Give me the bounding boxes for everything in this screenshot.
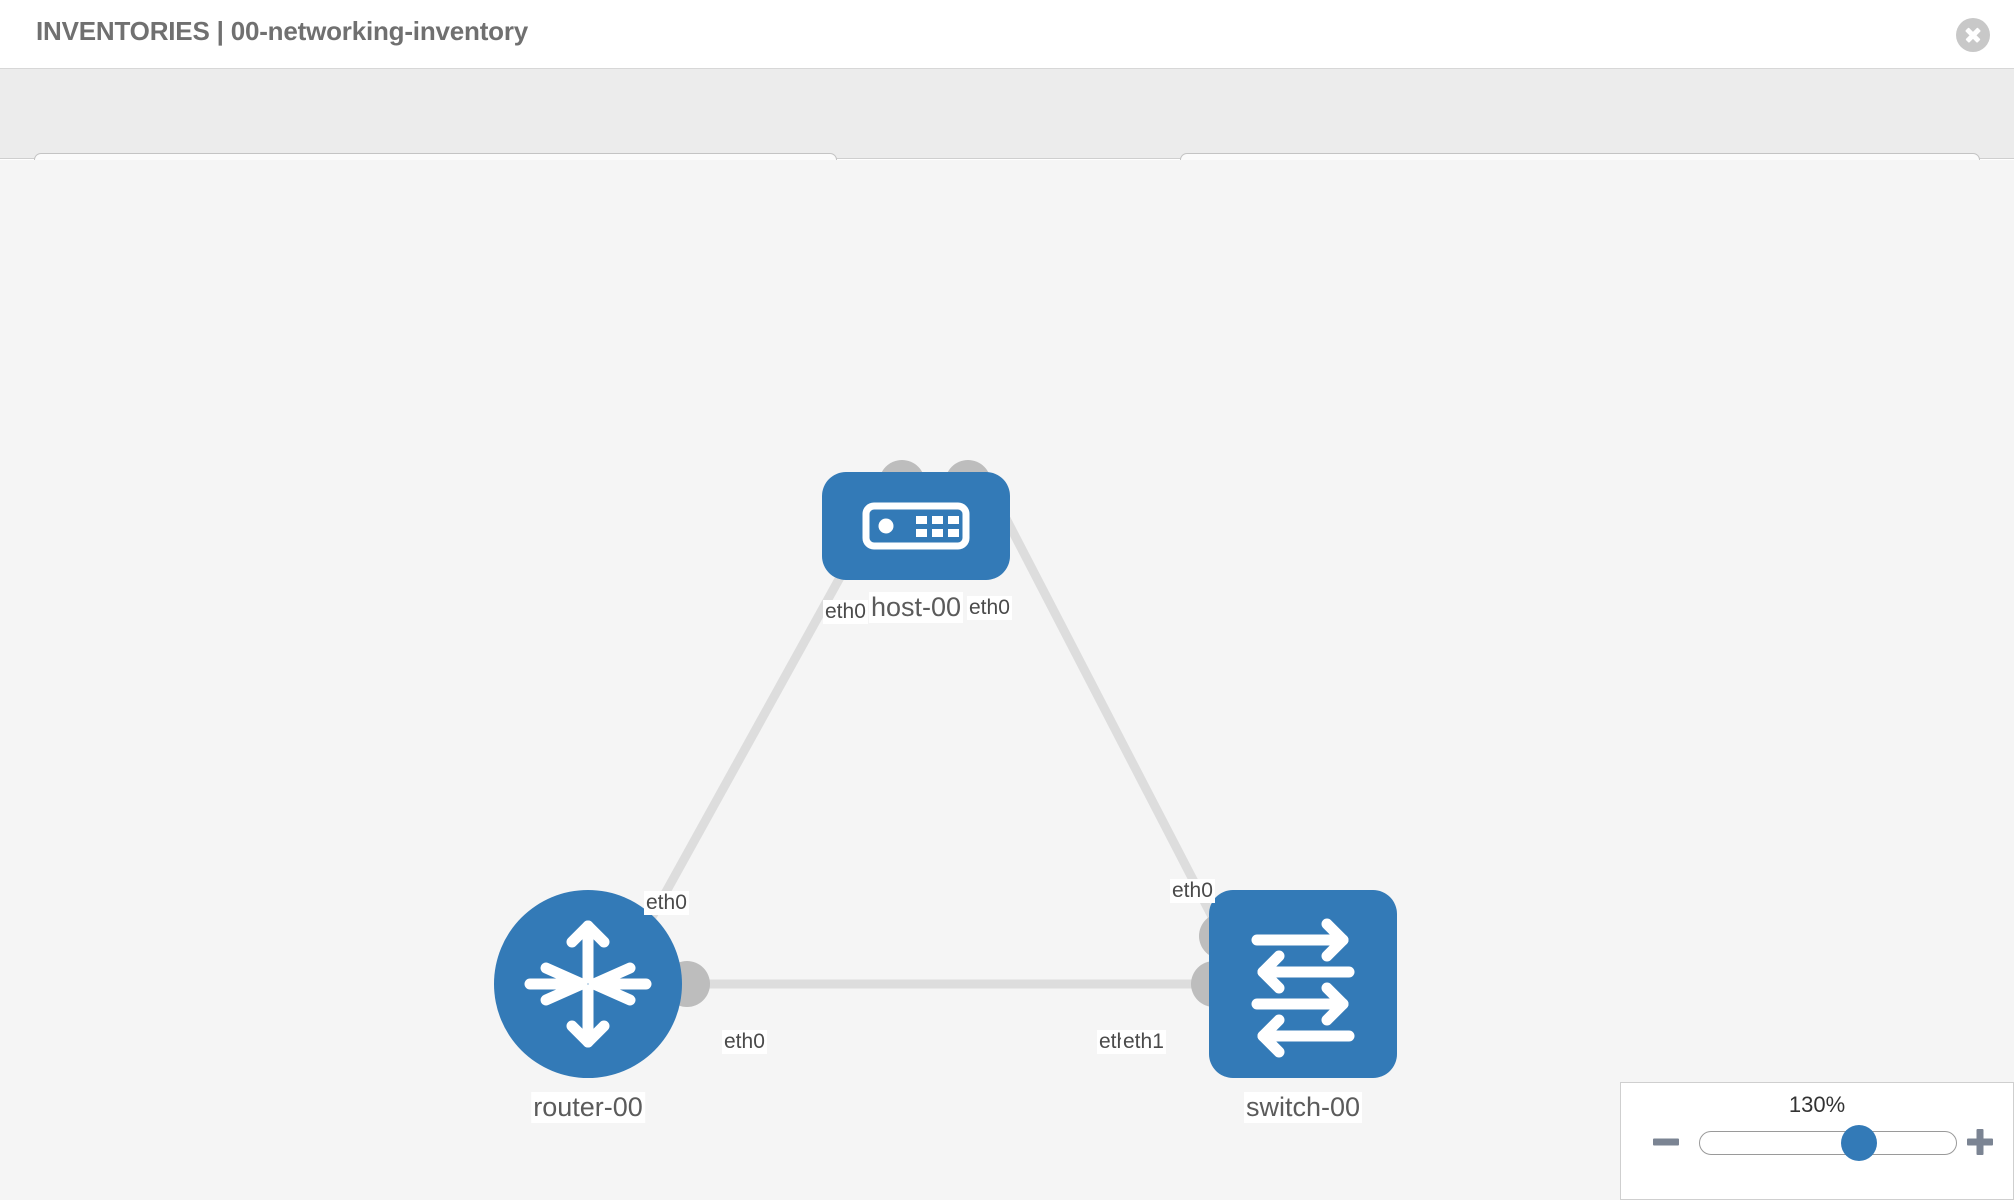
node-router-00[interactable] [494, 890, 682, 1078]
server-icon [862, 502, 970, 550]
page-header: INVENTORIES | 00-networking-inventory [0, 0, 2014, 69]
edge-label-host-left-eth0: eth0 [823, 600, 868, 624]
link-host-switch [981, 475, 1222, 931]
topology-canvas[interactable]: host-00 router-00 switch-00 eth0 eth0 et… [0, 160, 2014, 1200]
node-label-router-00: router-00 [531, 1092, 645, 1123]
page-title: INVENTORIES | 00-networking-inventory [36, 16, 529, 46]
zoom-slider[interactable] [1699, 1125, 1957, 1161]
zoom-control-panel: 130% [1620, 1082, 2014, 1200]
zoom-out-button[interactable] [1649, 1125, 1683, 1159]
node-label-host-00: host-00 [868, 592, 964, 623]
switch-arrows-icon [1251, 918, 1355, 1058]
topology-links [642, 475, 1222, 989]
zoom-in-button[interactable] [1963, 1125, 1997, 1159]
edge-label-host-right-eth0: eth0 [967, 596, 1012, 620]
zoom-level-label: 130% [1788, 1092, 1846, 1117]
toolbar: ACTIONS SEARCH [0, 69, 2014, 208]
node-switch-00[interactable] [1209, 890, 1397, 1078]
node-label-switch-00: switch-00 [1243, 1092, 1363, 1123]
edge-label-switch-left-eth1: eth1 [1121, 1030, 1166, 1054]
edge-label-router-right-eth0: eth0 [722, 1030, 767, 1054]
zoom-slider-handle[interactable] [1840, 1125, 1877, 1161]
close-icon[interactable] [1956, 18, 1990, 52]
router-arrows-icon [524, 920, 652, 1048]
edge-label-switch-top-eth0: eth0 [1170, 879, 1215, 903]
node-host-00[interactable] [822, 472, 1010, 580]
edge-label-router-top-eth0: eth0 [644, 891, 689, 915]
